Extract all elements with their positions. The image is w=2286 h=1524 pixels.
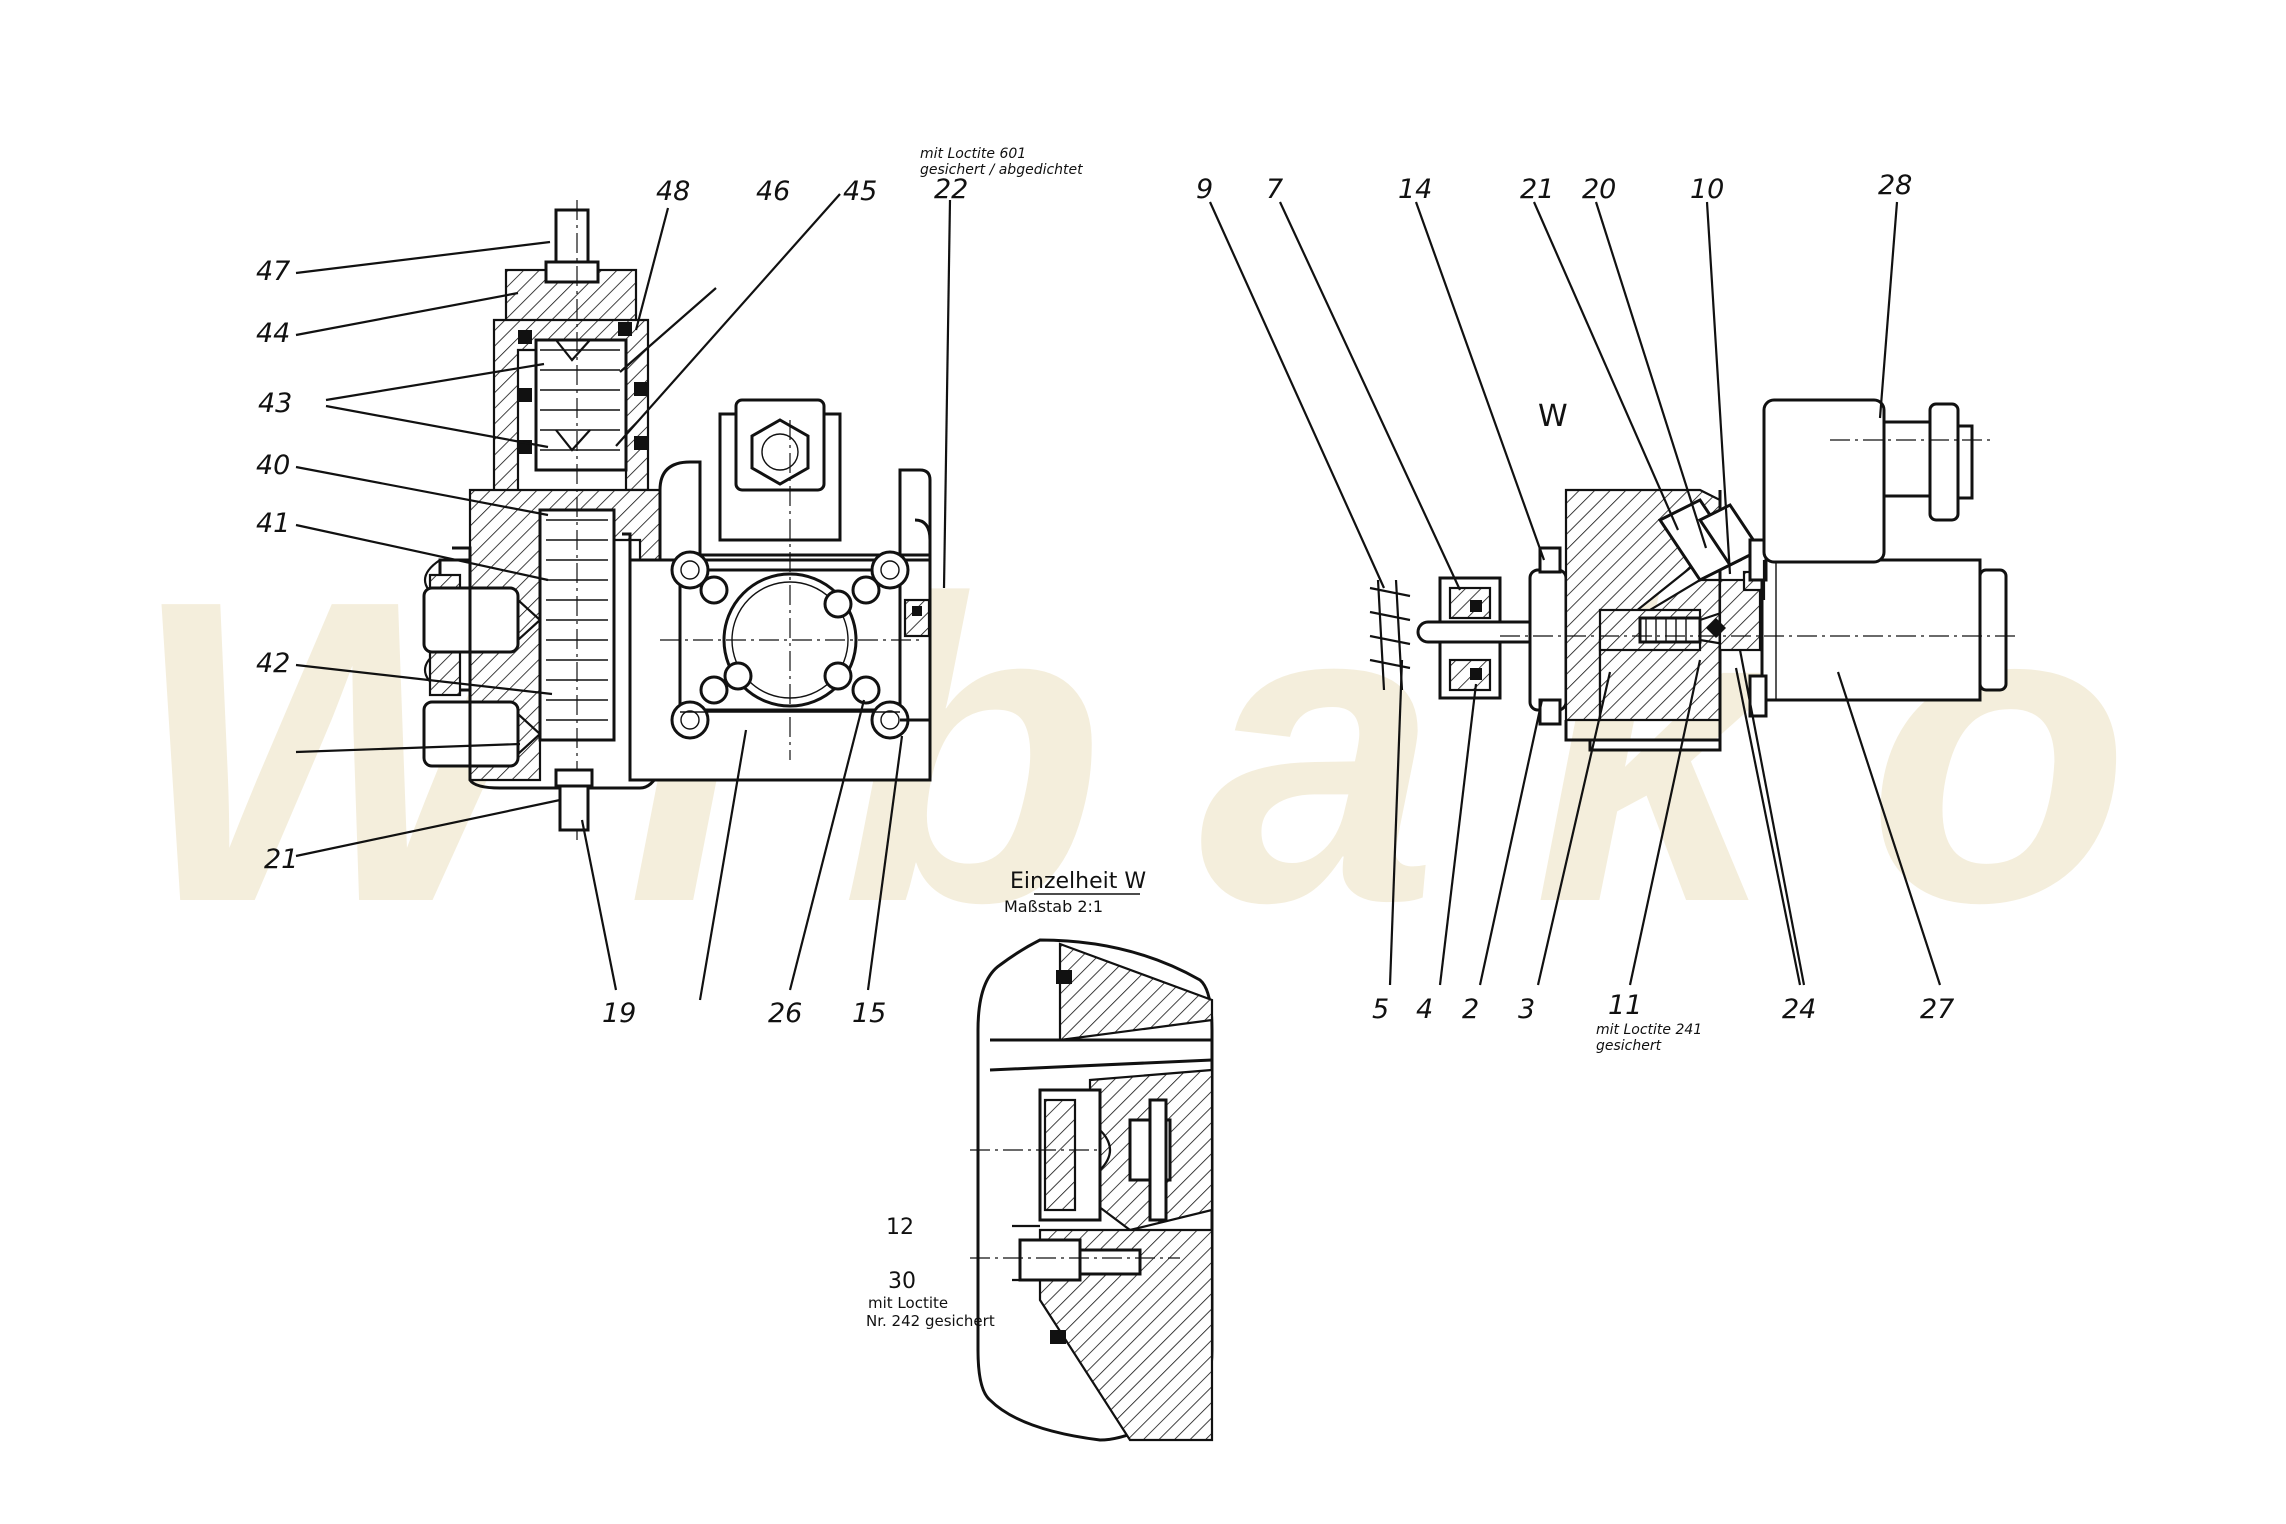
label-9: 9 <box>1196 174 1213 205</box>
label-10: 10 <box>1690 174 1724 205</box>
note-loctite-601-line1: mit Loctite 601 <box>920 146 1026 162</box>
label-43: 43 <box>258 388 292 419</box>
label-4: 4 <box>1416 994 1433 1025</box>
label-w: W <box>1538 399 1568 434</box>
label-3: 3 <box>1518 994 1535 1025</box>
note-loctite-242-line1: mit Loctite <box>868 1294 948 1312</box>
note-loctite-242-line2: Nr. 242 gesichert <box>866 1312 995 1330</box>
label-5: 5 <box>1372 994 1389 1025</box>
label-26: 26 <box>768 998 802 1029</box>
label-48: 48 <box>656 176 690 207</box>
label-47: 47 <box>256 256 290 287</box>
detail-title: Einzelheit W <box>1010 869 1146 894</box>
label-12: 12 <box>886 1215 914 1240</box>
label-42: 42 <box>256 648 290 679</box>
detail-w <box>970 938 1214 1442</box>
leader-lines <box>295 193 1942 1282</box>
label-44: 44 <box>256 318 290 349</box>
label-27: 27 <box>1920 994 1954 1025</box>
label-7: 7 <box>1266 174 1283 205</box>
label-19: 19 <box>602 998 636 1029</box>
label-2: 2 <box>1462 994 1479 1025</box>
label-24: 24 <box>1782 994 1816 1025</box>
left-assembly <box>422 200 932 840</box>
label-41: 41 <box>256 508 290 539</box>
detail-scale: Maßstab 2:1 <box>1004 897 1103 916</box>
label-20: 20 <box>1582 174 1616 205</box>
note-loctite-241-line2: gesichert <box>1596 1038 1662 1054</box>
label-21-left: 21 <box>264 844 298 875</box>
label-22: 22 <box>934 174 968 205</box>
label-46: 46 <box>756 176 790 207</box>
label-45: 45 <box>843 176 877 207</box>
label-15: 15 <box>852 998 886 1029</box>
part-labels: 47 44 43 40 41 42 21 19 48 46 45 mit Loc… <box>256 146 1954 1330</box>
label-14: 14 <box>1398 174 1432 205</box>
right-assembly <box>1369 398 2020 752</box>
note-loctite-601-line2: gesichert / abgedichtet <box>920 162 1083 178</box>
note-loctite-241-line1: mit Loctite 241 <box>1596 1022 1702 1038</box>
label-30: 30 <box>888 1269 916 1294</box>
label-21-right: 21 <box>1520 174 1554 205</box>
label-40: 40 <box>256 450 290 481</box>
label-11: 11 <box>1608 990 1642 1021</box>
label-28: 28 <box>1878 170 1912 201</box>
